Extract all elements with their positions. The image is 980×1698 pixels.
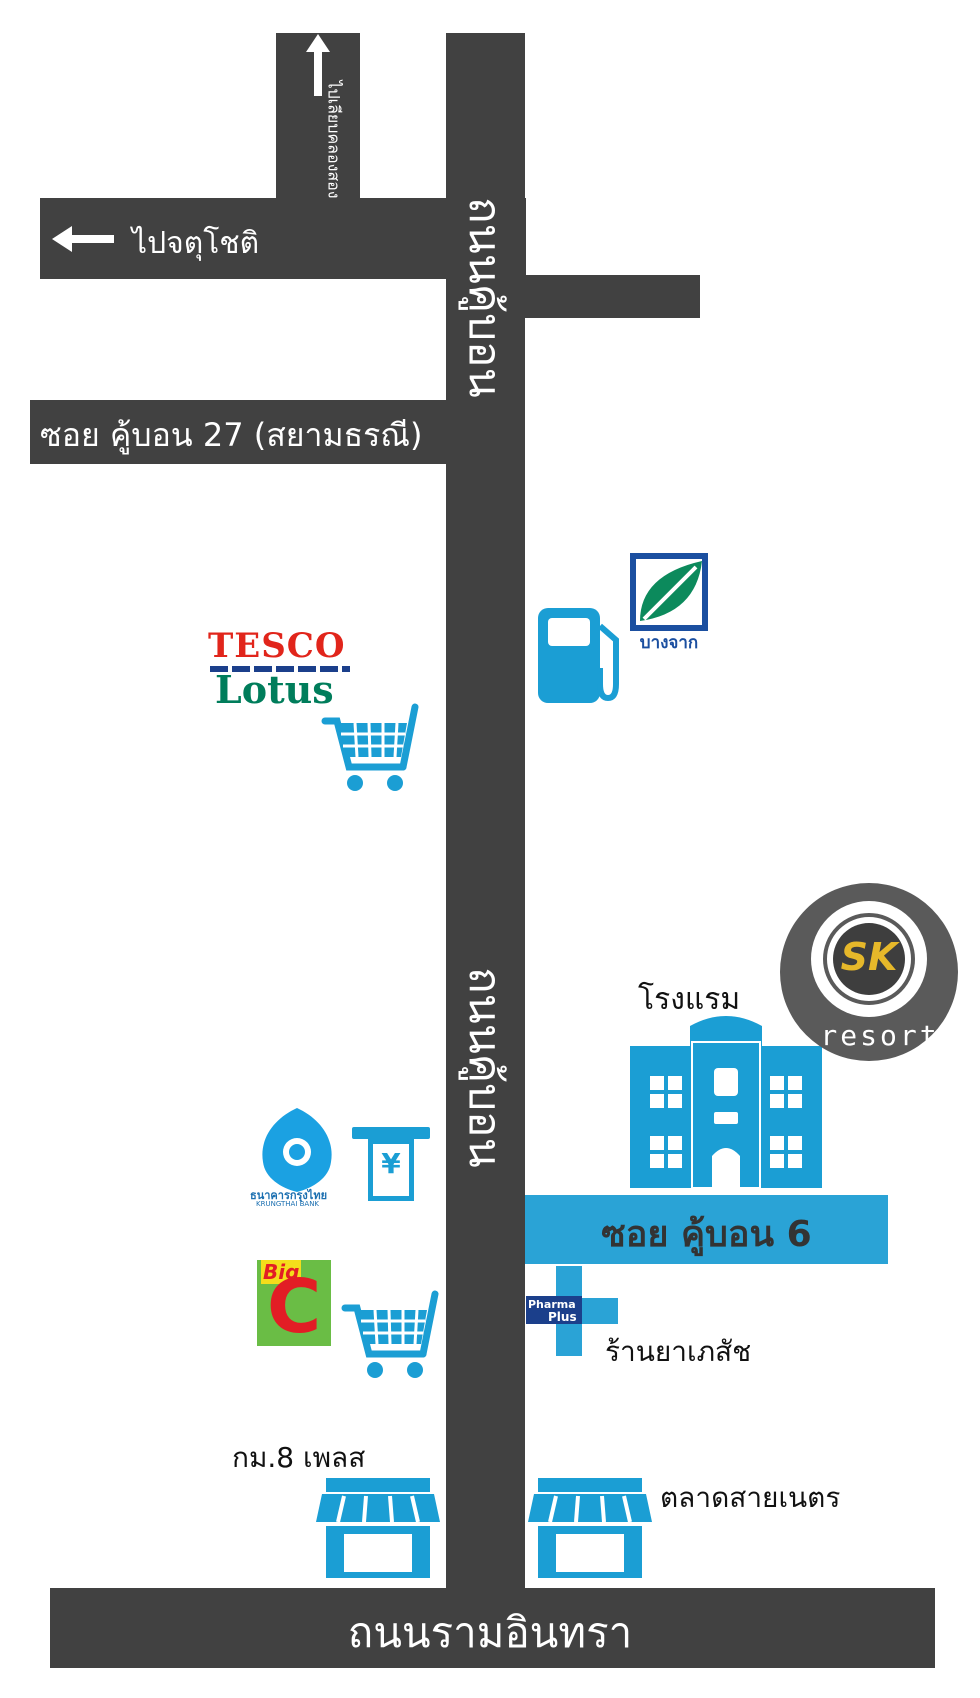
soi-6-label: ซอย คู้บอน 6	[601, 1214, 812, 1255]
tesco-logo-line1: TESCO	[208, 626, 346, 666]
sk-logo-text: SK	[840, 935, 898, 979]
pharma-line1: Pharma	[528, 1298, 576, 1311]
ram-inthra-road	[50, 1588, 935, 1668]
market-storefront-icon	[528, 1478, 652, 1578]
to-liap-khlong-label: ไปเลียบคลองสอง	[324, 80, 344, 199]
bigc-logo: Big C	[257, 1260, 331, 1346]
main-road	[446, 33, 525, 1603]
shopping-cart-icon	[321, 703, 419, 791]
pharma-cross-icon: Pharma Plus	[526, 1266, 618, 1356]
bangchak-label: บางจาก	[639, 633, 699, 653]
atm-currency: ¥	[381, 1147, 401, 1180]
km8-place-label: กม.8 เพลส	[232, 1441, 366, 1474]
atm-icon: ¥	[352, 1127, 430, 1205]
arrow-left-icon	[52, 226, 114, 252]
tesco-stripes	[210, 666, 350, 672]
road-curve-cutout-left	[230, 33, 276, 198]
pharmacy-label: ร้านยาเภสัช	[605, 1335, 752, 1368]
fuel-pump-icon	[538, 608, 619, 703]
sk-resort-logo: SK resort	[780, 883, 958, 1061]
shopping-cart-icon-2	[341, 1290, 439, 1378]
bigc-c-text: C	[267, 1264, 322, 1350]
main-road-label-upper: ถนนคู้บอน	[459, 197, 510, 398]
soi-27-road	[30, 400, 450, 464]
market-label: ตลาดสายเนตร	[660, 1481, 841, 1514]
krungthai-bird-icon	[262, 1108, 332, 1192]
arrow-up-icon	[306, 34, 330, 96]
krungthai-name-en: KRUNGTHAI BANK	[256, 1200, 320, 1208]
krungthai-name-thai: ธนาคารกรุงไทย	[250, 1189, 328, 1202]
road-to-chatuchot	[40, 198, 526, 279]
ram-inthra-label: ถนนรามอินทรา	[347, 1608, 633, 1657]
road-curve-cutout	[360, 33, 446, 198]
soi-27-label: ซอย คู้บอน 27 (สยามธรณี)	[40, 416, 423, 454]
to-chatuchot-label: ไปจตุโชติ	[132, 226, 260, 261]
leaf-icon	[630, 553, 708, 631]
pharma-line2: Plus	[548, 1310, 577, 1324]
side-road-right	[525, 275, 700, 318]
bigc-big-text: Big	[261, 1260, 302, 1284]
tesco-logo-line2: Lotus	[215, 667, 334, 712]
bangchak-logo: บางจาก	[630, 553, 708, 653]
soi-6-band	[525, 1195, 888, 1264]
hotel-label: โรงแรม	[638, 982, 741, 1017]
sk-seal-icon	[780, 883, 958, 1061]
main-road-label-lower: ถนนคู้บอน	[459, 967, 510, 1168]
sk-resort-text: resort	[820, 1019, 940, 1052]
hotel-building-icon	[630, 1016, 822, 1189]
shop-storefront-icon	[316, 1478, 440, 1578]
